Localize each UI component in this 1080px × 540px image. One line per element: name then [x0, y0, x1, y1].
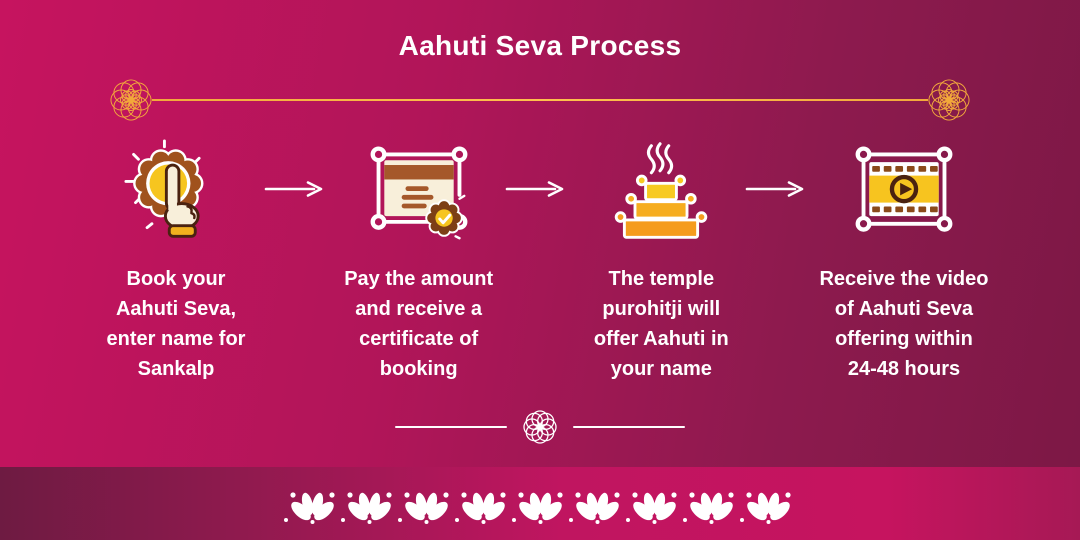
- divider-line: [395, 426, 507, 428]
- certificate-icon: [370, 146, 468, 240]
- flower-icon: [523, 410, 557, 444]
- page-title: Aahuti Seva Process: [398, 30, 682, 61]
- divider-line: [573, 426, 685, 428]
- arrow-right-icon: [264, 181, 323, 197]
- step-offer: The temple purohitji will offer Aahuti i…: [551, 138, 771, 384]
- step-icon-box: [118, 138, 234, 246]
- step-icon-box: [603, 138, 719, 246]
- step-label: Book your Aahuti Seva, enter name for Sa…: [106, 268, 246, 380]
- hand-click-icon: [124, 139, 204, 238]
- step-label: Receive the video of Aahuti Seva offerin…: [819, 268, 989, 380]
- lotus-motif-row: [283, 491, 793, 524]
- arrow-right-icon: [505, 181, 564, 197]
- step-label: Pay the amount and receive a certificate…: [344, 268, 494, 380]
- flower-wrap: [523, 410, 557, 444]
- offering-icon: [615, 142, 708, 239]
- footer-band: [0, 467, 1080, 540]
- bottom-divider: [0, 410, 1080, 444]
- mandala-icon: [110, 79, 152, 121]
- step-pay: Pay the amount and receive a certificate…: [309, 138, 529, 384]
- gold-line: [152, 99, 928, 101]
- step-book: Book your Aahuti Seva, enter name for Sa…: [66, 138, 286, 384]
- process-steps: Book your Aahuti Seva, enter name for Sa…: [66, 138, 1014, 384]
- arrow-right-icon: [745, 181, 804, 197]
- step-video: Receive the video of Aahuti Seva offerin…: [794, 138, 1014, 384]
- video-icon: [855, 146, 953, 232]
- step-icon-box: [361, 138, 477, 246]
- top-divider: [110, 79, 970, 121]
- mandala-icon: [928, 79, 970, 121]
- step-icon-box: [846, 138, 962, 246]
- step-label: The temple purohitji will offer Aahuti i…: [593, 268, 729, 380]
